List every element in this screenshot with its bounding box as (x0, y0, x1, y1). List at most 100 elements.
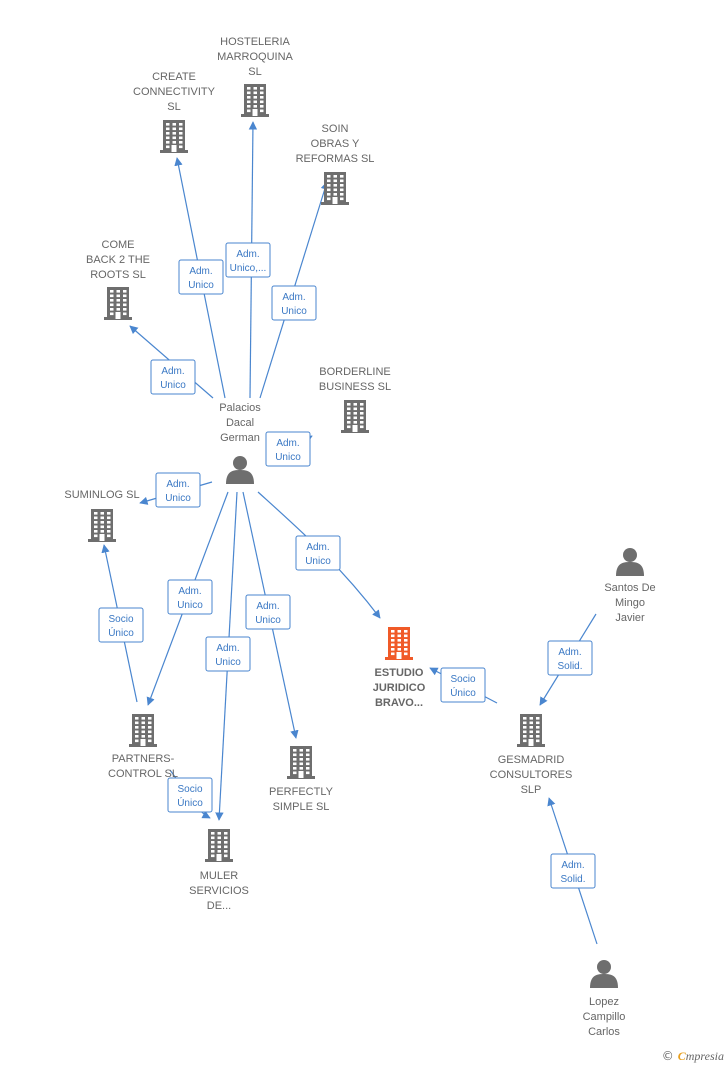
edge-label-text: Unico (177, 600, 203, 611)
building-window (172, 123, 176, 126)
building-window (217, 836, 221, 840)
edge-label-box (178, 259, 224, 295)
building-window (107, 530, 111, 533)
edge-label[interactable]: Adm.Unico (150, 359, 196, 395)
edge-label-box (245, 594, 291, 630)
building-window (536, 739, 540, 743)
building-window (141, 721, 145, 725)
building-window (523, 721, 527, 725)
building-window (299, 767, 303, 770)
building-window (529, 726, 533, 729)
building-window (100, 521, 104, 524)
building-door (252, 109, 258, 116)
building-window (148, 730, 152, 734)
building-window (333, 188, 337, 192)
building-window (94, 525, 98, 529)
building-window (306, 753, 310, 757)
building-door (171, 145, 177, 152)
building-window (253, 100, 257, 104)
building-window (397, 648, 401, 651)
building-window (397, 634, 401, 638)
building-window (179, 145, 183, 149)
building-window (116, 294, 120, 298)
building-window (333, 184, 337, 187)
building-window (224, 841, 228, 844)
building-window (523, 730, 527, 734)
building-door (332, 197, 338, 204)
building-window (353, 421, 357, 424)
building-door (352, 425, 358, 432)
node-label: DE... (207, 900, 231, 912)
building-window (135, 717, 139, 720)
building-icon (341, 400, 369, 433)
node-partners[interactable]: PARTNERS-CONTROL SL (108, 714, 178, 780)
building-window (353, 407, 357, 411)
edge-label-text: Unico,... (230, 263, 267, 274)
building-window (293, 749, 297, 752)
building-window (211, 832, 215, 835)
building-window (179, 127, 183, 131)
person-body (616, 562, 644, 576)
edge-label[interactable]: Adm.Unico (265, 431, 311, 467)
building-icon (88, 509, 116, 542)
edge-label-box (150, 359, 196, 395)
building-window (404, 630, 408, 633)
edge-label[interactable]: Adm.Solid. (547, 640, 593, 676)
building-window (94, 512, 98, 515)
edge-label[interactable]: Adm.Unico (178, 259, 224, 295)
edge-label[interactable]: Adm.Unico (245, 594, 291, 630)
building-window (347, 412, 351, 415)
building-window (107, 516, 111, 520)
building-window (529, 717, 533, 720)
edge-label[interactable]: Adm.Unico (155, 472, 201, 508)
edge-label-box (295, 535, 341, 571)
building-window (327, 193, 331, 196)
building-window (100, 525, 104, 529)
edge-label[interactable]: Adm.Unico (167, 579, 213, 615)
edge-label[interactable]: Adm.Unico (295, 535, 341, 571)
building-window (224, 850, 228, 853)
building-window (100, 516, 104, 520)
building-window (293, 767, 297, 770)
building-window (360, 421, 364, 424)
building-window (100, 530, 104, 533)
building-window (260, 87, 264, 90)
node-muler[interactable]: MULERSERVICIOSDE... (189, 829, 249, 912)
edges (101, 121, 598, 945)
building-window (327, 184, 331, 187)
node-label: GESMADRID (498, 754, 565, 766)
footer-brand[interactable]: ©Cmpresia (662, 1049, 724, 1064)
edge-label-text: Adm. (236, 249, 259, 260)
node-suminlog[interactable]: SUMINLOG SL (64, 489, 140, 542)
edge-label-text: Unico (215, 657, 241, 668)
brand-name: mpresia (685, 1049, 724, 1063)
building-window (536, 717, 540, 720)
building-window (253, 87, 257, 90)
building-door (396, 652, 402, 659)
building-window (340, 184, 344, 187)
node-label: MULER (200, 870, 239, 882)
edge-label[interactable]: Adm.Unico (271, 285, 317, 321)
edge-label[interactable]: Adm. Unico,... (225, 242, 271, 278)
edge-label[interactable]: Adm.Solid. (550, 853, 596, 889)
building-window (123, 308, 127, 311)
edge-label[interactable]: Adm.Unico (205, 636, 251, 672)
building-window (529, 735, 533, 738)
edge-label-box (205, 636, 251, 672)
node-label: Carlos (588, 1026, 620, 1038)
node-estudio[interactable]: ESTUDIOJURIDICOBRAVO... (373, 627, 426, 709)
building-icon (321, 172, 349, 205)
